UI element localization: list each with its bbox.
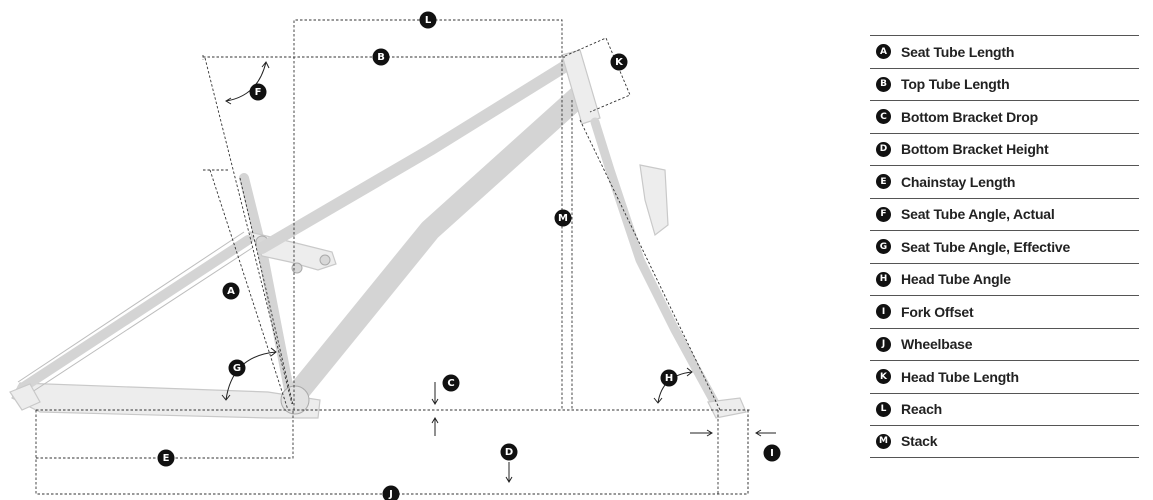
diagram-badge-letter: F <box>255 87 262 98</box>
diagram-badge-letter: L <box>425 15 432 26</box>
diagram-badge-letter: K <box>615 57 624 68</box>
legend-label: Top Tube Length <box>901 76 1010 93</box>
legend-badge-icon: B <box>876 76 891 92</box>
fork-offset-line <box>717 410 749 494</box>
legend-badge-icon: K <box>876 369 891 385</box>
legend-row-d: D Bottom Bracket Height <box>870 132 1139 166</box>
legend-badge-icon: A <box>876 44 891 60</box>
diagram-badge-e: E <box>157 449 175 467</box>
legend-row-g: G Seat Tube Angle, Effective <box>870 230 1139 263</box>
legend-label: Wheelbase <box>901 336 973 353</box>
head-tube-length-box <box>564 37 631 113</box>
legend-badge-icon: D <box>876 141 891 157</box>
legend-row-c: C Bottom Bracket Drop <box>870 100 1139 133</box>
legend-label: Seat Tube Length <box>901 43 1015 60</box>
legend-label: Bottom Bracket Height <box>901 141 1049 158</box>
chainstay <box>11 382 321 419</box>
legend-row-a: A Seat Tube Length <box>870 35 1139 68</box>
diagram-badge-h: H <box>660 369 678 387</box>
diagram-badge-letter: E <box>163 453 170 464</box>
bike-frame <box>9 49 747 419</box>
diagram-badge-i: I <box>763 444 781 462</box>
seat-angle-actual-line <box>204 57 293 405</box>
diagram-badge-letter: A <box>227 286 235 297</box>
legend-row-h: H Head Tube Angle <box>870 262 1139 296</box>
legend-badge-icon: E <box>876 174 891 190</box>
diagram-badge-b: B <box>372 48 390 66</box>
legend-label: Stack <box>901 433 938 450</box>
legend-row-l: L Reach <box>870 392 1139 426</box>
top-tube <box>256 56 578 254</box>
legend-row-j: J Wheelbase <box>870 327 1139 361</box>
diagram-badge-letter: D <box>505 447 513 458</box>
legend-badge-icon: G <box>876 239 891 255</box>
legend-badge-icon: L <box>876 401 891 417</box>
legend-row-i: I Fork Offset <box>870 295 1139 328</box>
legend-row-b: B Top Tube Length <box>870 67 1139 101</box>
legend-label: Head Tube Length <box>901 368 1019 385</box>
diagram-badge-k: K <box>610 53 628 71</box>
diagram-badge-letter: G <box>233 363 241 374</box>
legend-badge-icon: C <box>876 109 891 125</box>
diagram-badge-f: F <box>249 83 267 101</box>
seat-angle-effective-line <box>239 177 294 406</box>
legend-badge-icon: I <box>876 304 891 320</box>
legend-label: Fork Offset <box>901 303 974 320</box>
legend-badge-icon: F <box>876 206 891 222</box>
legend-label: Seat Tube Angle, Effective <box>901 238 1071 255</box>
dimension-arrows <box>221 61 776 483</box>
diagram-badge-letter: I <box>770 448 774 459</box>
legend-row-m: M Stack <box>870 425 1139 458</box>
legend-badge-icon: H <box>876 271 891 287</box>
fork-dropout <box>707 397 747 419</box>
rear-dropout <box>9 383 41 411</box>
wheelbase-line <box>35 410 749 495</box>
diagram-badge-letter: B <box>377 52 385 63</box>
fork <box>590 117 721 410</box>
chainstay-line <box>36 410 294 459</box>
diagram-badge-d: D <box>500 443 518 461</box>
legend-badge-icon: M <box>876 433 891 449</box>
legend-label: Seat Tube Angle, Actual <box>901 206 1055 223</box>
diagram-badge-letter: M <box>558 213 568 224</box>
legend-label: Chainstay Length <box>901 173 1016 190</box>
diagram-badge-g: G <box>228 359 246 377</box>
legend-label: Head Tube Angle <box>901 271 1011 288</box>
down-tube <box>289 84 591 401</box>
diagram-badge-letter: J <box>388 489 393 500</box>
legend-label: Bottom Bracket Drop <box>901 108 1038 125</box>
legend-label: Reach <box>901 401 943 418</box>
diagram-badge-letter: H <box>665 373 673 384</box>
diagram-badge-a: A <box>222 282 240 300</box>
diagram-badge-m: M <box>554 209 572 227</box>
legend-row-e: E Chainstay Length <box>870 165 1139 198</box>
seat-tube-line <box>203 169 289 411</box>
bike-geometry-diagram: A B C D E F G H I J K L M <box>9 11 781 500</box>
diagram-badge-letter: C <box>447 378 454 389</box>
legend-row-k: K Head Tube Length <box>870 360 1139 393</box>
diagram-badge-l: L <box>419 11 437 29</box>
diagram-badge-c: C <box>442 374 460 392</box>
seatstay <box>17 235 253 393</box>
diagram-badge-j: J <box>382 485 400 500</box>
legend-badge-icon: J <box>876 336 891 352</box>
diagram-badges: A B C D E F G H I J K L M <box>157 11 781 500</box>
fork-crown <box>639 164 669 237</box>
bottom-bracket <box>280 385 310 415</box>
legend-row-f: F Seat Tube Angle, Actual <box>870 197 1139 231</box>
